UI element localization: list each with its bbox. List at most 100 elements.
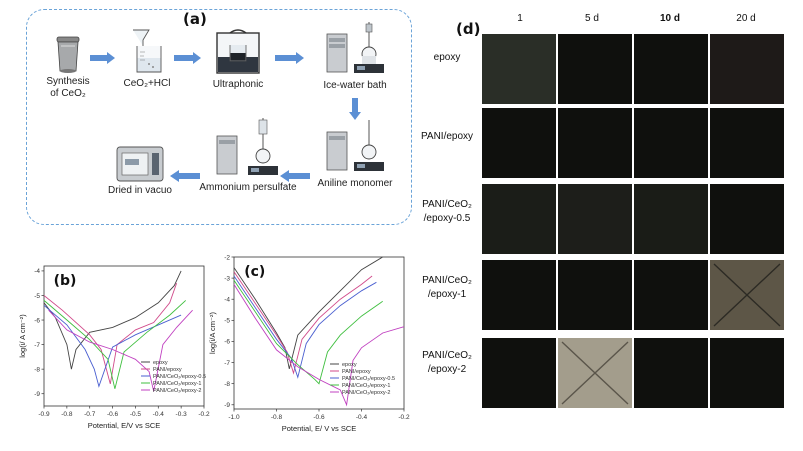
panel-label: (c) bbox=[244, 264, 265, 280]
y-tick-label: -8 bbox=[224, 381, 230, 388]
specimen-photo-tile bbox=[482, 184, 556, 254]
legend-entry: PANI/CeO₂/epoxy-2 bbox=[342, 390, 391, 396]
scratch-line bbox=[713, 263, 781, 327]
y-tick-label: -9 bbox=[224, 402, 230, 409]
arrow-right-icon bbox=[275, 52, 304, 64]
step-aniline-monomer: Aniline monomer bbox=[313, 118, 397, 190]
row-label-line2: /epoxy-2 bbox=[427, 364, 467, 375]
x-tick-label: -0.7 bbox=[84, 411, 96, 418]
x-axis-label: Potential, E/V vs SCE bbox=[88, 421, 161, 430]
y-tick-label: -8 bbox=[34, 366, 40, 373]
specimen-photo-tile bbox=[482, 108, 556, 178]
legend-entry: PANI/epoxy bbox=[153, 367, 182, 373]
row-label-line1: PANI/epoxy bbox=[420, 131, 474, 142]
x-tick-label: -0.2 bbox=[198, 411, 210, 418]
y-tick-label: -7 bbox=[34, 342, 40, 349]
legend-entry: PANI/CeO₂/epoxy-1 bbox=[342, 383, 391, 389]
x-tick-label: -0.9 bbox=[38, 411, 50, 418]
beaker-funnel-icon bbox=[133, 29, 162, 73]
specimen-photo-tile bbox=[558, 338, 632, 408]
legend-entry: PANI/CeO₂/epoxy-0.5 bbox=[342, 376, 395, 382]
series-line bbox=[43, 270, 182, 370]
step-ice-water-label: Ice-water bath bbox=[323, 80, 387, 91]
specimen-photo-tile bbox=[482, 34, 556, 104]
specimen-photo-tile bbox=[710, 34, 784, 104]
series-line bbox=[43, 283, 178, 385]
series-line bbox=[233, 284, 405, 407]
row-label-pani-ceo2-1: PANI/CeO₂ /epoxy-1 bbox=[414, 274, 480, 302]
x-tick-label: -0.6 bbox=[107, 411, 119, 418]
panel-b-chart: (b) -0.9 -0.8 -0.7 -0.6 -0.5 -0.4 -0.3 -0.2 -4 -5 -… bbox=[18, 265, 210, 430]
specimen-photo-tile bbox=[558, 260, 632, 330]
y-tick-label: -5 bbox=[224, 318, 230, 325]
step-ultraphonic: Ultraphonic bbox=[205, 27, 271, 91]
x-tick-label: -0.3 bbox=[176, 411, 188, 418]
legend-entry: epoxy bbox=[153, 360, 168, 366]
arrow-right-icon bbox=[174, 52, 201, 64]
y-tick-label: -5 bbox=[34, 293, 40, 300]
specimen-photo-tile bbox=[634, 108, 708, 178]
row-label-epoxy: epoxy bbox=[414, 51, 480, 65]
step-ammonium-persulfate: Ammonium persulfate bbox=[196, 118, 300, 194]
specimen-photo-tile bbox=[482, 338, 556, 408]
step-dried-in-vacuo: Dried in vacuo bbox=[102, 143, 178, 197]
x-tick-label: -0.8 bbox=[61, 411, 73, 418]
specimen-photo-tile bbox=[558, 108, 632, 178]
arrow-down-icon bbox=[349, 98, 361, 120]
specimen-photo-tile bbox=[634, 184, 708, 254]
specimen-photo-tile bbox=[634, 34, 708, 104]
series-line bbox=[48, 309, 193, 392]
panel-d-label: (d) bbox=[456, 20, 481, 38]
y-tick-label: -6 bbox=[34, 317, 40, 324]
x-scratch-mark bbox=[713, 263, 781, 327]
panel-a-schematic bbox=[26, 9, 412, 225]
row-label-pani-ceo2-2: PANI/CeO₂ /epoxy-2 bbox=[414, 349, 480, 377]
series-line bbox=[233, 279, 383, 385]
column-header-5d: 5 d bbox=[585, 13, 599, 24]
row-label-line2: /epoxy-0.5 bbox=[423, 213, 471, 224]
x-tick-label: -0.4 bbox=[356, 414, 368, 421]
y-tick-label: -2 bbox=[224, 254, 230, 261]
column-header-20d: 20 d bbox=[736, 13, 756, 24]
step-synthesis: Synthesis of CeO₂ bbox=[38, 34, 98, 100]
specimen-photo-tile bbox=[634, 260, 708, 330]
specimen-photo-tile bbox=[482, 260, 556, 330]
row-label-line1: PANI/CeO₂ bbox=[422, 350, 472, 361]
arrow-left-icon bbox=[280, 170, 310, 182]
y-tick-label: -6 bbox=[224, 339, 230, 346]
row-label-line2: /epoxy-1 bbox=[427, 289, 467, 300]
flask-setup-icon bbox=[326, 120, 384, 171]
legend-entry: PANI/CeO₂/epoxy-2 bbox=[153, 388, 202, 394]
step-ceo2-hcl: CeO₂+HCl bbox=[115, 28, 179, 90]
x-tick-label: -1.0 bbox=[228, 414, 240, 421]
x-tick-label: -0.2 bbox=[398, 414, 410, 421]
legend-entry: PANI/CeO₂/epoxy-1 bbox=[153, 381, 202, 387]
series-line bbox=[233, 271, 373, 375]
x-tick-label: -0.6 bbox=[313, 414, 325, 421]
y-tick-label: -4 bbox=[34, 268, 40, 275]
panel-c-chart: (c)-1.0-0.8-0.6-0.4-0.2-2-3-4-5-6-7-8-9P… bbox=[208, 254, 410, 433]
x-tick-label: -0.4 bbox=[153, 411, 165, 418]
panel-label: (b) bbox=[54, 273, 77, 289]
step-ceo2-hcl-label: CeO₂+HCl bbox=[123, 78, 171, 89]
arrow-left-icon bbox=[170, 170, 200, 182]
specimen-photo-tile bbox=[558, 34, 632, 104]
y-tick-label: -4 bbox=[224, 297, 230, 304]
row-label-line1: PANI/CeO₂ bbox=[422, 199, 472, 210]
series-line bbox=[233, 256, 383, 370]
plot-frame bbox=[43, 265, 205, 407]
y-tick-label: -3 bbox=[224, 275, 230, 282]
ice-water-bath-icon bbox=[326, 22, 384, 73]
step-ice-water-bath: Ice-water bath bbox=[315, 20, 395, 92]
x-tick-label: -0.5 bbox=[130, 411, 142, 418]
crucible-icon bbox=[56, 36, 80, 73]
x-axis-label: Potential, E/ V vs SCE bbox=[282, 424, 357, 433]
step-dried-label: Dried in vacuo bbox=[108, 185, 172, 196]
specimen-photo-tile bbox=[710, 260, 784, 330]
y-tick-label: -9 bbox=[34, 391, 40, 398]
row-label-pani-epoxy: PANI/epoxy bbox=[414, 130, 480, 144]
step-ammonium-label: Ammonium persulfate bbox=[199, 182, 297, 193]
y-tick-label: -7 bbox=[224, 360, 230, 367]
series-line bbox=[43, 300, 187, 389]
